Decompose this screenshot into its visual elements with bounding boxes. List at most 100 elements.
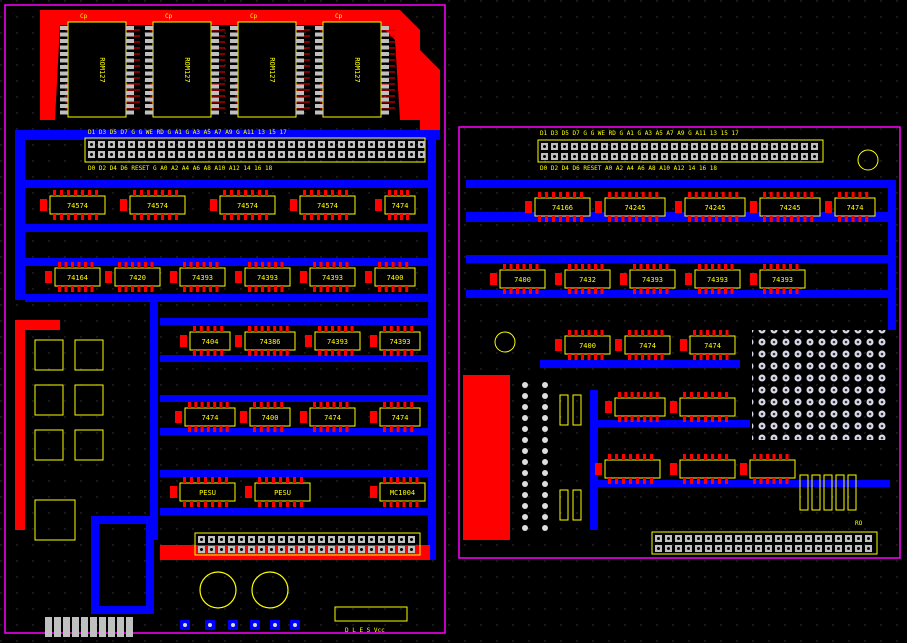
right-red-block [463,375,510,540]
right-ic-chip [679,397,736,417]
left-power-bus-8 [160,428,430,435]
left-ic-chip [299,195,356,215]
rom-chip-label: ROM127 [268,57,276,82]
left-ic-chip [219,195,276,215]
ic-chip-label: 74393 [772,276,793,284]
left-ic-chip [379,407,421,427]
left-red-left-block [91,516,154,614]
ic-chip-label: 7420 [129,274,146,282]
via [542,404,548,410]
via [522,448,528,454]
right-bus-6 [590,480,890,487]
via [542,393,548,399]
ic-chip-label: 74574 [237,202,258,210]
via [522,514,528,520]
via [522,415,528,421]
via [522,459,528,465]
rom-chip-label: ROM127 [98,57,106,82]
passive-component [34,339,64,371]
rom-chip [322,21,382,118]
cap-label: Cp [80,13,88,20]
passive-component [74,429,104,461]
left-red-rail [15,320,60,530]
ic-chip-label: 74393 [322,274,343,282]
right-header: D1 D3 D5 D7 G G WE RD G A1 G A3 A5 A7 A9… [537,130,824,172]
rom-chip [237,21,297,118]
ic-chip-label: 7474 [639,342,656,350]
left-power-bus-6 [160,355,430,362]
via [542,459,548,465]
cap-label: Cp [250,13,258,20]
resistor [847,474,857,511]
via [542,470,548,476]
left-power-bus-9 [160,470,430,477]
ic-chip-label: 74164 [67,274,88,282]
left-ic-chip [374,267,416,287]
right-header-pins-top: D1 D3 D5 D7 G G WE RD G A1 G A3 A5 A7 A9… [540,130,739,137]
via [542,448,548,454]
ic-chip-label: 7400 [579,342,596,350]
ic-chip-label: 7474 [847,204,864,212]
right-bus-3 [466,290,896,298]
resistor [823,474,833,511]
right-ic-chip [834,197,876,217]
right-bus-5 [590,420,750,427]
via [522,492,528,498]
resistor [799,474,809,511]
electrolytic-cap-1 [199,571,237,609]
resistor [835,474,845,511]
ic-chip-label: 74393 [327,338,348,346]
ic-chip-label: 7474 [704,342,721,350]
rom-chip-label: ROM127 [183,57,191,82]
via [522,393,528,399]
ic-chip-label: 7404 [202,338,219,346]
via [542,481,548,487]
right-vert-bus-2 [590,390,598,530]
passive-component [34,384,64,416]
right-bottom-label: RO [855,520,863,527]
right-cap-round [494,331,516,353]
ic-chip-label: PESU [199,489,216,497]
right-board: D1 D3 D5 D7 G G WE RD G A1 G A3 A5 A7 A9… [458,126,901,559]
ic-chip-label: 74393 [257,274,278,282]
ic-chip-label: 7474 [202,414,219,422]
left-power-bus-1 [25,180,435,188]
ic-chip-label: 74386 [259,338,280,346]
left-ic-chip [129,195,186,215]
left-power-bus-2 [25,224,435,232]
resistor [572,489,582,521]
left-power-bus-10 [160,508,430,515]
left-board-outline [4,4,446,634]
via [542,415,548,421]
bottom-conn-label: D L E S Vcc [345,627,385,634]
via [542,437,548,443]
ic-chip-label: 7400 [514,276,531,284]
passive-component [34,429,64,461]
via [542,382,548,388]
via [522,470,528,476]
right-vert-bus [888,180,896,330]
right-ic-chip [614,397,666,417]
via [522,481,528,487]
ic-chip-label: 74245 [624,204,645,212]
left-header-pins-top: D1 D3 D5 D7 G G WE RD G A1 G A3 A5 A7 A9… [88,129,287,136]
ic-chip-label: MC1004 [390,489,415,497]
left-ic-chip [49,195,106,215]
ic-chip-label: 7432 [579,276,596,284]
via [542,503,548,509]
right-ic-chip [749,459,796,479]
ic-chip-label: 7474 [392,414,409,422]
via [522,503,528,509]
left-header-pins-bottom: D0 D2 D4 D6 RESET G A0 A2 A4 A6 A8 A10 A… [88,165,273,172]
via [542,514,548,520]
left-ic-chip [249,407,291,427]
right-bus-2 [466,255,896,263]
ic-chip-label: 7474 [392,202,409,210]
cap-label: Cp [335,13,343,20]
electrolytic-cap-2 [251,571,289,609]
via [522,525,528,531]
